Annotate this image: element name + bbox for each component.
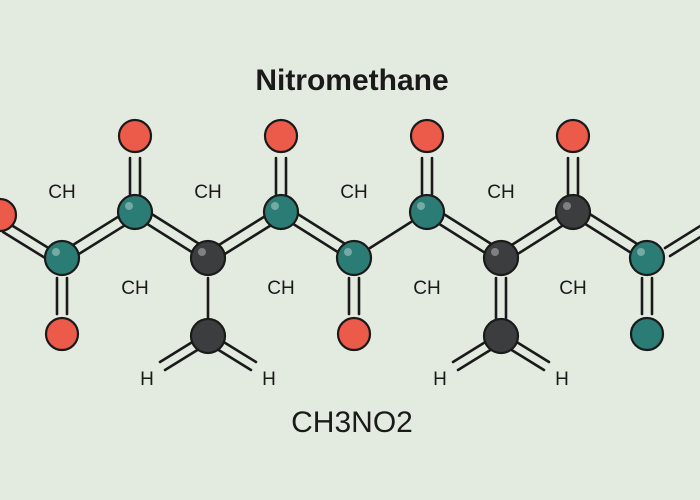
highlight-dot xyxy=(491,248,499,256)
highlight-dot xyxy=(52,248,60,256)
carbon-atom xyxy=(554,193,592,231)
ch-label: CH xyxy=(559,278,586,299)
nitrogen-atom xyxy=(43,239,81,277)
highlight-dot xyxy=(198,248,206,256)
double-bond xyxy=(158,339,196,364)
single-bond xyxy=(368,220,413,250)
oxygen-atom xyxy=(336,316,372,352)
oxygen-atom xyxy=(555,118,591,154)
double-bond xyxy=(513,339,551,364)
nitrogen-atom xyxy=(628,239,666,277)
double-bond xyxy=(220,339,258,364)
highlight-dot xyxy=(344,248,352,256)
ch-label: CH xyxy=(267,278,294,299)
highlight-dot xyxy=(271,202,279,210)
hydrogen-label: H xyxy=(262,369,276,390)
highlight-dot xyxy=(563,202,571,210)
ch-label: CH xyxy=(340,182,367,203)
chemical-formula: CH3NO2 xyxy=(291,406,413,439)
carbon-atom xyxy=(482,239,520,277)
double-bond xyxy=(1,230,52,263)
ch-label: CH xyxy=(194,182,221,203)
hydrogen-label: H xyxy=(555,369,569,390)
carbon-atom xyxy=(482,317,520,355)
oxygen-atom xyxy=(44,316,80,352)
oxygen-atom xyxy=(117,118,153,154)
carbon-atom xyxy=(189,317,227,355)
nitrogen-atom xyxy=(408,193,446,231)
double-bond xyxy=(456,347,494,372)
double-bond xyxy=(508,347,546,372)
nitrogen-atom xyxy=(116,193,154,231)
double-bond xyxy=(6,221,57,254)
diagram-title: Nitromethane xyxy=(255,64,448,97)
ch-label: CH xyxy=(413,278,440,299)
atom-layer xyxy=(0,118,666,355)
nitrogen-atom xyxy=(629,316,665,352)
double-bond xyxy=(668,235,700,258)
atom-highlights xyxy=(52,202,645,256)
double-bond xyxy=(163,347,201,372)
highlight-dot xyxy=(125,202,133,210)
highlight-dot xyxy=(637,248,645,256)
oxygen-atom xyxy=(263,118,299,154)
double-bond xyxy=(451,339,489,364)
oxygen-atom xyxy=(409,118,445,154)
highlight-dot xyxy=(417,202,425,210)
double-bond xyxy=(663,224,700,250)
ch-label: CH xyxy=(121,278,148,299)
carbon-atom xyxy=(189,239,227,277)
nitrogen-atom xyxy=(262,193,300,231)
ch-label: CH xyxy=(487,182,514,203)
oxygen-atom xyxy=(0,197,18,233)
double-bond xyxy=(215,347,253,372)
hydrogen-label: H xyxy=(433,369,447,390)
nitrogen-atom xyxy=(335,239,373,277)
hydrogen-label: H xyxy=(140,369,154,390)
ch-label: CH xyxy=(48,182,75,203)
